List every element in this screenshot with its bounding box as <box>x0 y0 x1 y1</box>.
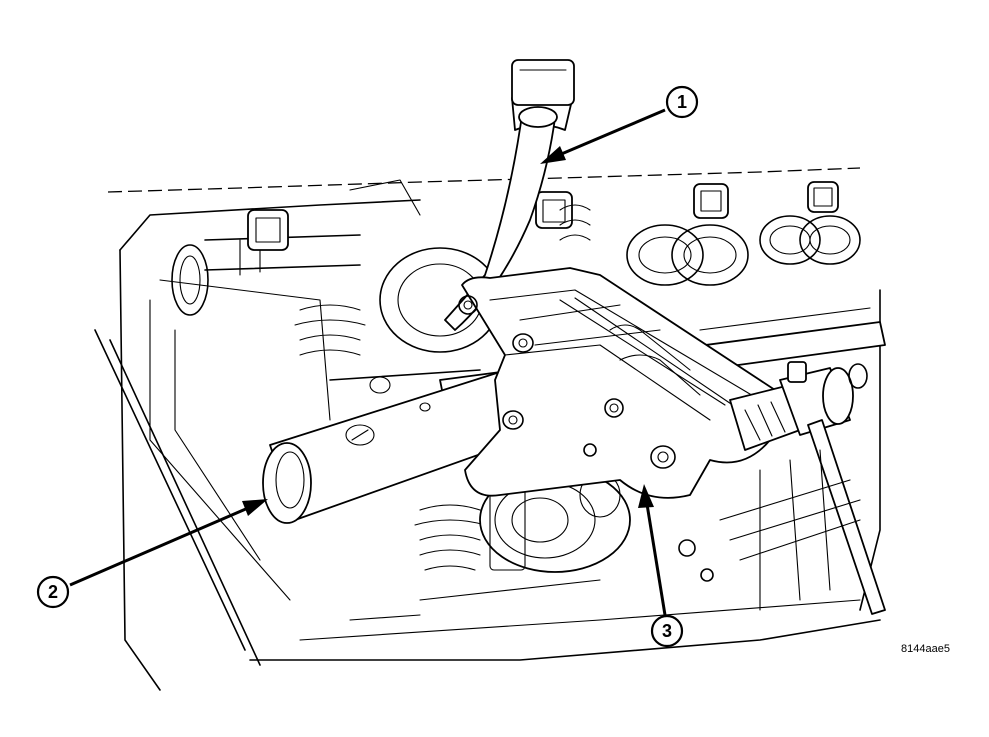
compressor-bracket <box>458 267 776 499</box>
callout-1: 1 <box>665 85 699 119</box>
valve-train-background <box>247 179 861 571</box>
arrowhead-1 <box>540 146 566 164</box>
callout-leaders <box>69 108 667 616</box>
arrowhead-2 <box>242 499 268 516</box>
air-hose <box>444 59 575 331</box>
callout-3-label: 3 <box>662 621 672 641</box>
callout-2: 2 <box>36 575 70 609</box>
background-hose <box>171 234 361 316</box>
leader-2 <box>69 503 256 587</box>
reference-code: 8144aae5 <box>901 643 950 655</box>
lower-fittings <box>349 449 861 621</box>
callout-2-label: 2 <box>48 582 58 602</box>
t-handle-wrench <box>729 361 886 615</box>
callout-1-label: 1 <box>677 92 687 112</box>
arrowhead-3 <box>638 484 654 508</box>
leader-1 <box>551 108 666 160</box>
cylinder-head-outline <box>94 167 881 691</box>
leader-3 <box>644 497 667 616</box>
tool-shaft <box>262 371 521 524</box>
callout-3: 3 <box>650 614 684 648</box>
